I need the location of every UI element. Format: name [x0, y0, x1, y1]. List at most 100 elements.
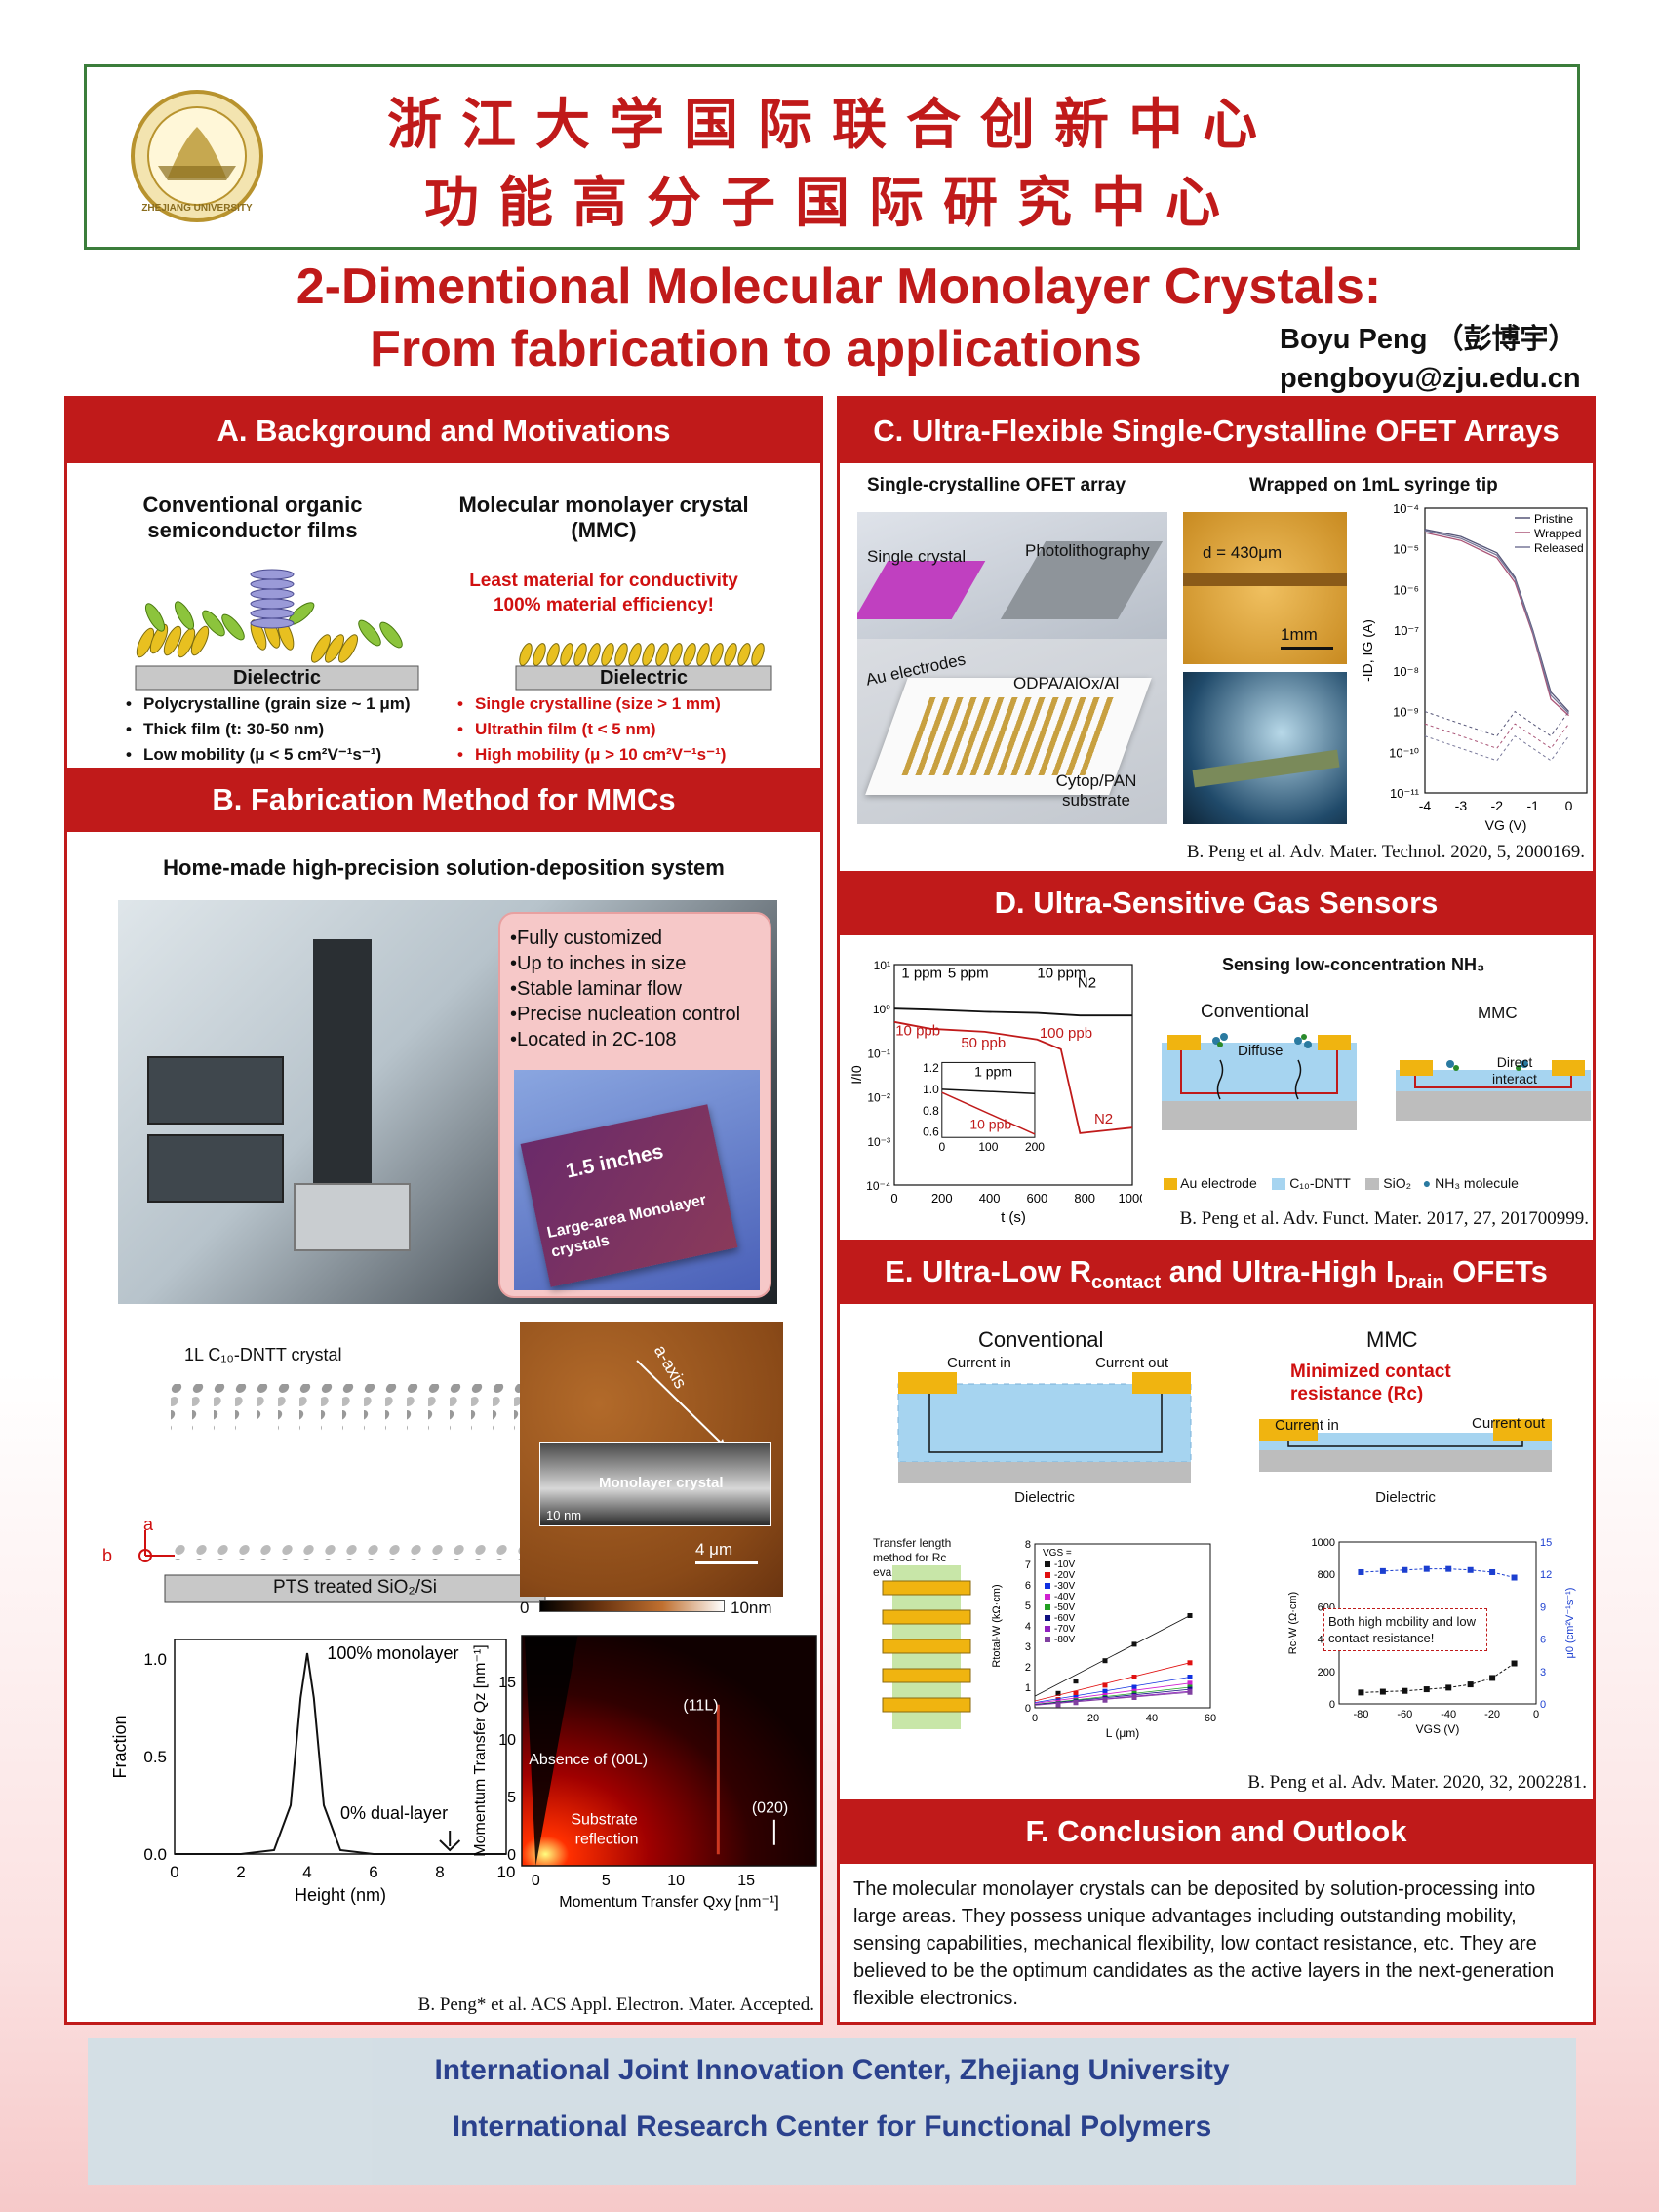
scheme-label: Single crystal: [867, 547, 967, 566]
section-b-subtitle: Home-made high-precision solution-deposi…: [163, 855, 725, 880]
chart-annotation: 50 ppb: [961, 1035, 1006, 1051]
series-line: [1424, 529, 1570, 713]
list-item: High mobility (μ > 10 cm²V⁻¹s⁻¹): [457, 742, 726, 768]
y-axis-label: Rtotal·W (kΩ·cm): [991, 1584, 1003, 1667]
x-tick-label: 15: [737, 1873, 755, 1889]
y-axis-label: Fraction: [110, 1715, 130, 1778]
data-point: [1073, 1679, 1079, 1684]
legend-swatch: [1045, 1615, 1050, 1621]
crystal-structure-diagram: [138, 1384, 555, 1603]
sensing-mmc: MMC: [1478, 1004, 1518, 1022]
x-tick-label: 0: [532, 1873, 540, 1889]
series-line: [1424, 530, 1570, 714]
heading-sub: contact: [1090, 1272, 1162, 1294]
x-tick-label: -60: [1397, 1709, 1412, 1720]
wafer-label: Large-area Monolayer crystals: [545, 1191, 708, 1261]
y-tick-label: 10⁻¹⁰: [1389, 745, 1419, 760]
footer-line1: International Joint Innovation Center, Z…: [434, 2054, 1230, 2086]
film-schematic: [135, 569, 772, 691]
x-tick-label: 10: [497, 1863, 516, 1881]
legend-swatch: [1045, 1637, 1050, 1642]
minimized-rc: Minimized contact resistance (Rc): [1290, 1362, 1451, 1404]
y-tick-label: 3: [1025, 1641, 1031, 1653]
section-a-highlight: Least material for conductivity 100% mat…: [469, 571, 738, 615]
legend-label: Pristine: [1534, 512, 1573, 526]
y-tick-label: 0: [507, 1847, 516, 1864]
y-tick-label: 0: [1025, 1703, 1031, 1715]
y-tick-label: 5: [507, 1790, 516, 1806]
y-tick-label: 1: [1025, 1682, 1031, 1694]
syringe-scale-bar: [1281, 647, 1333, 650]
x-axis-label: VGS (V): [1416, 1722, 1460, 1736]
x-tick-label: -40: [1441, 1709, 1456, 1720]
direct-label: Direct interact: [1492, 1054, 1537, 1086]
heading-part: OFETs: [1443, 1254, 1548, 1288]
chart-annotation: 100% monolayer: [327, 1643, 458, 1663]
chart-annotation: (020): [752, 1800, 788, 1817]
x-tick-label: -3: [1455, 798, 1468, 813]
x-tick-label: -80: [1353, 1709, 1368, 1720]
logo-text: ZHEJIANG UNIVERSITY: [141, 203, 253, 214]
data-point: [1131, 1675, 1137, 1679]
y-tick-label: 15: [498, 1675, 516, 1691]
y-tick-label: 10⁻⁴: [866, 1179, 890, 1193]
data-point: [1423, 1565, 1430, 1572]
legend-label: NH₃ molecule: [1435, 1175, 1519, 1191]
title-line1: 2-Dimentional Molecular Monolayer Crysta…: [296, 258, 1382, 315]
legend-swatch: [1365, 1178, 1380, 1191]
list-item: Low mobility (μ < 5 cm²V⁻¹s⁻¹): [126, 742, 411, 768]
x-tick-label: -1: [1526, 798, 1539, 813]
legend-title: VGS =: [1043, 1548, 1072, 1559]
inset-line: [941, 1088, 1035, 1094]
y-tick-label: 10⁻¹: [867, 1047, 890, 1060]
author-email[interactable]: pengboyu@zju.edu.cn: [1280, 363, 1581, 394]
poster-title: 2-Dimentional Molecular Monolayer Crysta…: [137, 256, 1541, 380]
y-axis-label: I/I0: [849, 1065, 864, 1085]
gate-current-line: [1424, 710, 1569, 737]
y2-tick-label: 15: [1540, 1537, 1552, 1549]
data-point: [1187, 1660, 1193, 1666]
wafer: 1.5 inches Large-area Monolayer crystals: [520, 1104, 738, 1287]
x-tick-label: 0: [1533, 1709, 1539, 1720]
data-point: [1187, 1675, 1193, 1679]
chart-annotation: 0% dual-layer: [340, 1803, 448, 1823]
legend-swatch: [1272, 1178, 1286, 1191]
scheme-label: Cytop/PAN substrate: [1055, 771, 1137, 810]
x-tick-label: 400: [979, 1191, 1001, 1205]
chart-annotation: 5 ppm: [948, 966, 989, 982]
y2-axis-label: μ0 (cm²V⁻¹s⁻¹): [1564, 1588, 1576, 1659]
glove-photo: 1.5 inches Large-area Monolayer crystals: [514, 1070, 760, 1290]
x-tick-label: 0: [170, 1863, 178, 1881]
fit-line: [1034, 1682, 1191, 1704]
x-tick-label: 10: [667, 1873, 685, 1889]
contact-schematic: [897, 1372, 1552, 1483]
data-point: [1102, 1658, 1108, 1664]
series-line: [893, 1007, 1132, 1017]
chart-annotation: 10 ppb: [895, 1022, 940, 1039]
afm-image: a-axis Monolayer crystal 10 nm 4 μm: [520, 1322, 783, 1597]
data-point: [1187, 1680, 1193, 1686]
series-line: [893, 1020, 1133, 1134]
y2-tick-label: 6: [1540, 1635, 1546, 1646]
x-tick-label: 8: [435, 1863, 444, 1881]
instrument-unit: [147, 1056, 284, 1125]
header-cn-line1: 浙江大学国际联合创新中心: [387, 93, 1277, 157]
x-tick-label: 800: [1074, 1191, 1095, 1205]
y-tick-label: 1000: [1312, 1537, 1335, 1549]
y-tick-label: 10⁻⁶: [1393, 582, 1419, 597]
y-tick-label: 0.0: [143, 1845, 167, 1864]
stage-base: [294, 1183, 411, 1251]
data-point: [1467, 1681, 1474, 1688]
sensing-legend: Au electrode C₁₀-DNTT SiO₂ ● NH₃ molecul…: [1164, 1175, 1519, 1191]
nh3-icon: ●: [1422, 1175, 1432, 1191]
y2-tick-label: 0: [1540, 1699, 1546, 1711]
chart-annotation: (11L): [683, 1698, 718, 1715]
chart-annotation: 1 ppm: [901, 966, 942, 982]
x-tick-label: 60: [1205, 1713, 1216, 1724]
legend-swatch: [1045, 1604, 1050, 1610]
plot-frame: [1424, 507, 1588, 794]
heading-sub: Drain: [1394, 1272, 1444, 1294]
data-point: [1102, 1697, 1108, 1703]
y-tick-label: 0: [1329, 1699, 1335, 1711]
